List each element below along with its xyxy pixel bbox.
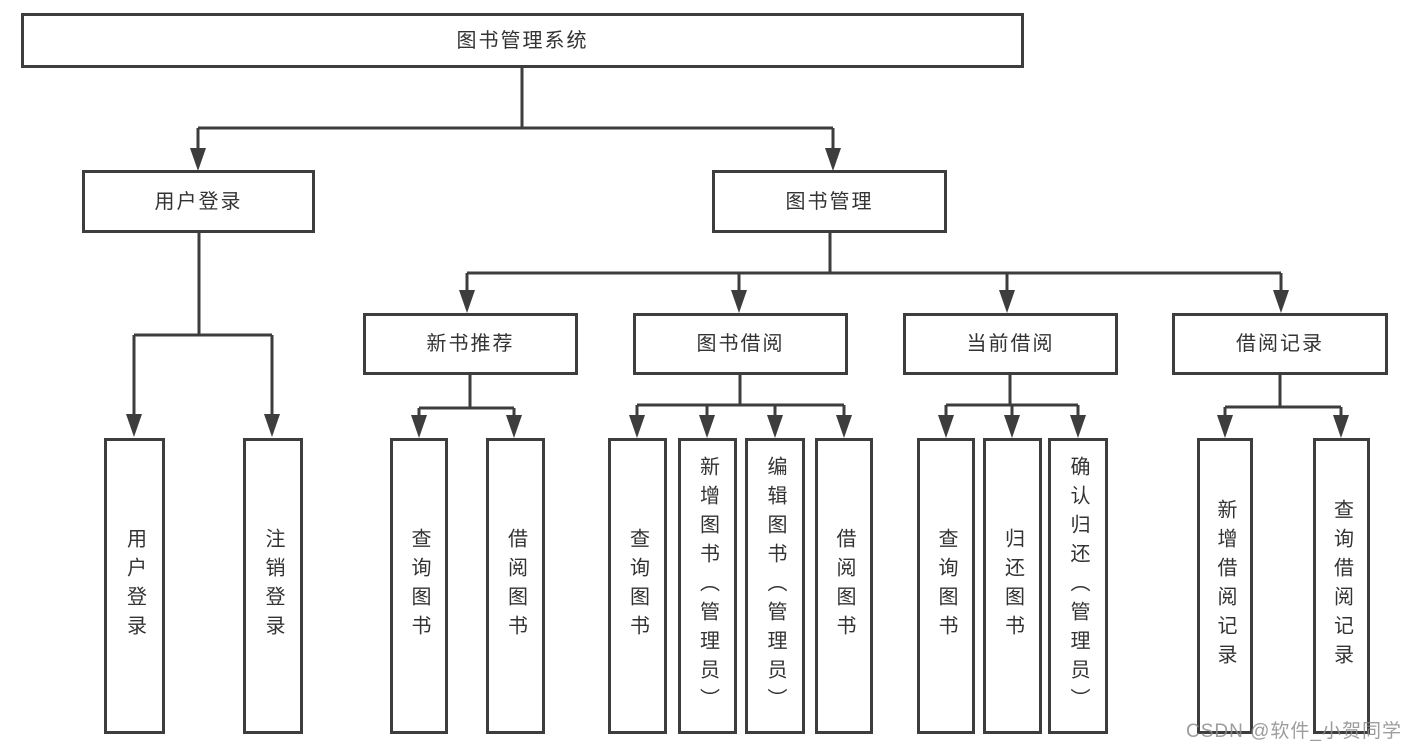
node-current-borrow: 当前借阅	[903, 313, 1118, 375]
leaf-recommend-query-book: 查询图书	[390, 438, 448, 734]
node-borrow-records-label: 借阅记录	[1236, 333, 1324, 355]
leaf-borrow-borrow-book-label: 借阅图书	[833, 528, 855, 644]
leaf-borrow-query-book-label: 查询图书	[626, 528, 649, 644]
node-user-login: 用户登录	[82, 170, 315, 233]
leaf-borrow-borrow-book: 借阅图书	[815, 438, 873, 734]
arrowheads	[126, 148, 1349, 438]
node-borrow-records: 借阅记录	[1172, 313, 1388, 375]
leaf-logout: 注销登录	[243, 438, 303, 734]
leaf-records-add-record-label: 新增借阅记录	[1214, 499, 1236, 673]
node-current-borrow-label: 当前借阅	[966, 333, 1055, 355]
node-root-system: 图书管理系统	[21, 13, 1024, 68]
leaf-current-return-book-label: 归还图书	[1001, 528, 1024, 644]
leaf-current-return-book: 归还图书	[983, 438, 1042, 734]
leaf-recommend-borrow-book: 借阅图书	[486, 438, 545, 734]
leaf-current-confirm-return-admin-label: 确认归还（管理员）	[1067, 455, 1089, 717]
node-user-login-label: 用户登录	[154, 190, 243, 213]
leaf-current-query-book-label: 查询图书	[935, 528, 957, 644]
node-new-book-recommend: 新书推荐	[363, 313, 578, 375]
leaf-borrow-add-book-admin: 新增图书（管理员）	[678, 438, 737, 734]
leaf-user-login: 用户登录	[104, 438, 165, 734]
leaf-current-query-book: 查询图书	[917, 438, 975, 734]
node-book-borrow: 图书借阅	[633, 313, 848, 375]
node-book-management-label: 图书管理	[785, 190, 874, 213]
leaf-borrow-edit-book-admin-label: 编辑图书（管理员）	[764, 455, 786, 717]
node-root-label: 图书管理系统	[456, 29, 589, 52]
leaf-borrow-query-book: 查询图书	[608, 438, 667, 734]
leaf-logout-label: 注销登录	[262, 528, 284, 644]
leaf-borrow-add-book-admin-label: 新增图书（管理员）	[696, 455, 719, 717]
leaf-records-query-record: 查询借阅记录	[1313, 438, 1370, 734]
leaf-borrow-edit-book-admin: 编辑图书（管理员）	[745, 438, 805, 734]
leaf-user-login-label: 用户登录	[123, 528, 146, 644]
leaf-recommend-borrow-book-label: 借阅图书	[504, 528, 527, 644]
node-book-borrow-label: 图书借阅	[696, 333, 785, 355]
csdn-watermark: CSDN @软件_小贺同学	[1186, 721, 1402, 742]
leaf-current-confirm-return-admin: 确认归还（管理员）	[1048, 438, 1108, 734]
leaf-recommend-query-book-label: 查询图书	[408, 528, 430, 644]
node-book-management: 图书管理	[712, 170, 947, 233]
node-new-book-recommend-label: 新书推荐	[426, 333, 515, 355]
leaf-records-add-record: 新增借阅记录	[1197, 438, 1253, 734]
leaf-records-query-record-label: 查询借阅记录	[1330, 499, 1353, 673]
